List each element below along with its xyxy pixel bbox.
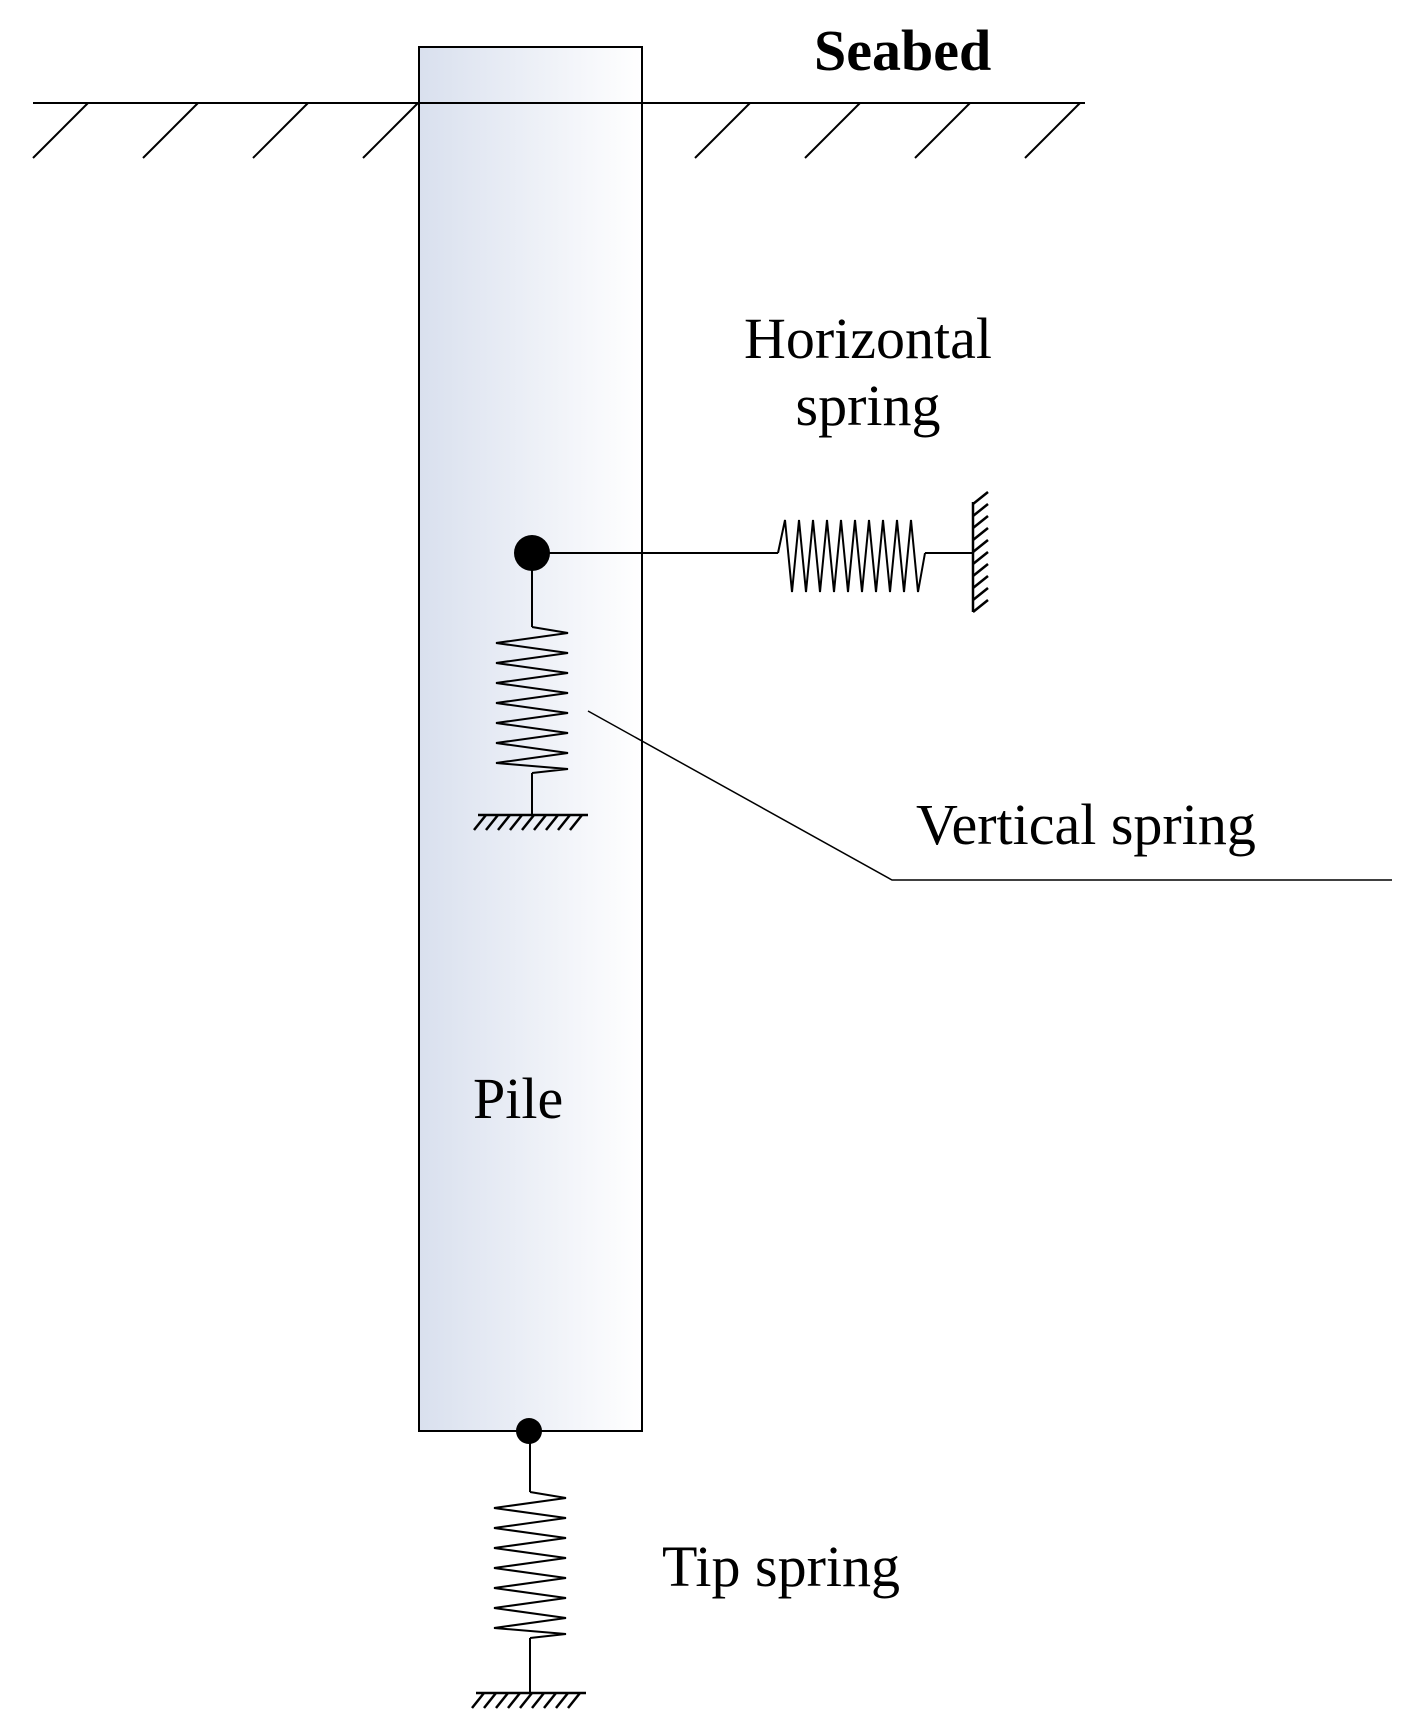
tip-spring	[493, 1431, 567, 1693]
vertical-spring-ground-support	[473, 813, 588, 831]
seabed-label: Seabed	[814, 18, 992, 83]
horizontal-spring-label-line2: spring	[795, 372, 941, 438]
vertical-spring-leader-line	[587, 710, 1392, 881]
horizontal-spring-wall-support	[971, 491, 989, 613]
seabed-hatching	[32, 102, 1081, 159]
tip-spring-label: Tip spring	[662, 1534, 901, 1599]
horizontal-spring-label-line1: Horizontal	[743, 306, 993, 371]
spring-node	[514, 535, 550, 571]
horizontal-spring	[532, 519, 972, 593]
vertical-spring-label: Vertical spring	[916, 792, 1256, 857]
horizontal-spring-label: Horizontal spring	[718, 306, 1018, 439]
tip-node	[516, 1418, 542, 1444]
tip-spring-ground-support	[471, 1691, 586, 1709]
pile-body	[418, 46, 643, 1432]
pile-label: Pile	[473, 1066, 564, 1131]
